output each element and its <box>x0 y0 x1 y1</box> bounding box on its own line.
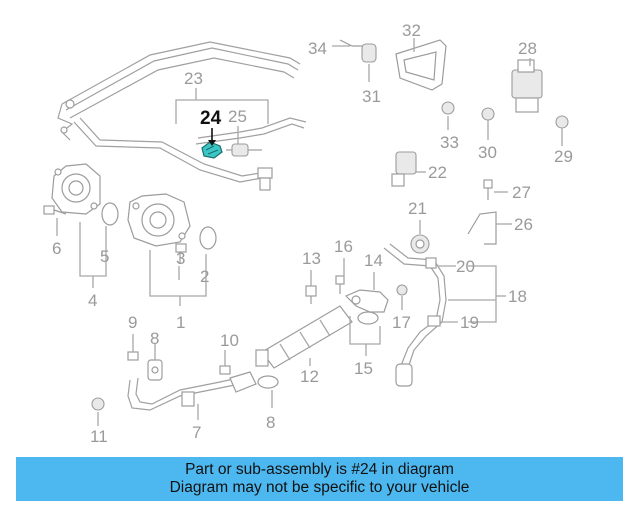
part-4-turbo-housing[interactable] <box>51 163 101 215</box>
label-part-16: 16 <box>334 237 353 256</box>
label-part-10: 10 <box>220 331 239 350</box>
label-part-13: 13 <box>302 249 321 268</box>
label-part-9: 9 <box>128 313 137 332</box>
part-11-nut[interactable] <box>91 397 105 426</box>
label-part-19: 19 <box>460 313 479 332</box>
label-part-31: 31 <box>362 87 381 106</box>
info-banner: Part or sub-assembly is #24 in diagram D… <box>16 457 623 501</box>
banner-line-1: Part or sub-assembly is #24 in diagram <box>185 461 454 478</box>
part-1-throttle-body[interactable] <box>127 193 191 247</box>
part-17-clip[interactable] <box>396 284 408 310</box>
part-2-gasket[interactable] <box>199 226 217 250</box>
part-3-bolt[interactable] <box>175 243 187 264</box>
pipe-assembly <box>57 41 307 191</box>
part-6-bolt[interactable] <box>43 205 67 215</box>
callout-18-bracket <box>438 265 497 323</box>
part-27-bolt[interactable] <box>483 179 508 200</box>
label-part-26: 26 <box>514 215 533 234</box>
part-30-sensor[interactable] <box>481 107 495 140</box>
part-33-nut[interactable] <box>441 101 455 130</box>
label-part-12: 12 <box>300 367 319 386</box>
part-8-gasket-right[interactable] <box>257 375 279 389</box>
label-part-21: 21 <box>408 199 427 218</box>
part-16-bolt[interactable] <box>335 258 345 294</box>
part-5-gasket[interactable] <box>101 202 119 226</box>
label-part-20: 20 <box>456 257 475 276</box>
label-part-30: 30 <box>478 143 497 162</box>
part-29-nut[interactable] <box>555 115 569 146</box>
label-part-4: 4 <box>88 291 97 310</box>
label-part-7: 7 <box>192 423 201 442</box>
label-part-34: 34 <box>308 39 327 58</box>
part-31-damper[interactable] <box>361 43 377 82</box>
label-part-33: 33 <box>440 133 459 152</box>
label-part-14: 14 <box>364 251 383 270</box>
hose-assembly[interactable] <box>383 243 447 387</box>
label-part-32: 32 <box>402 21 421 40</box>
part-32-bracket[interactable] <box>395 38 447 91</box>
part-28-solenoid[interactable] <box>511 58 543 113</box>
label-part-3: 3 <box>176 249 185 268</box>
part-26-bracket[interactable] <box>467 211 512 245</box>
label-part-25: 25 <box>228 107 247 126</box>
label-part-27: 27 <box>512 183 531 202</box>
label-part-8-right: 8 <box>266 413 275 432</box>
label-part-22: 22 <box>428 163 447 182</box>
part-10-bolt[interactable] <box>219 350 231 375</box>
label-part-17: 17 <box>392 313 411 332</box>
label-part-1: 1 <box>176 313 185 332</box>
banner-line-2: Diagram may not be specific to your vehi… <box>169 479 470 496</box>
label-part-28: 28 <box>518 39 537 58</box>
callout-15-bracket <box>349 316 381 345</box>
label-part-6: 6 <box>52 239 61 258</box>
label-part-5: 5 <box>100 247 109 266</box>
label-part-11: 11 <box>90 427 108 446</box>
label-part-24-highlighted[interactable]: 24 <box>200 108 222 129</box>
callout-1-bracket <box>149 250 207 297</box>
label-part-2: 2 <box>200 267 209 286</box>
part-15-gasket[interactable] <box>357 311 379 325</box>
part-14-pipe[interactable] <box>344 272 389 313</box>
part-7-pipe[interactable] <box>127 371 257 420</box>
part-13-bolt[interactable] <box>305 270 317 304</box>
part-9-bolt[interactable] <box>127 334 139 361</box>
part-8-gasket-left[interactable] <box>147 344 163 381</box>
label-part-15: 15 <box>354 359 373 378</box>
part-24-arrow <box>208 140 216 146</box>
label-part-23: 23 <box>184 69 203 88</box>
part-12-egr-cooler[interactable] <box>255 305 353 369</box>
label-part-18: 18 <box>508 287 527 306</box>
part-21-grommet[interactable] <box>410 220 430 254</box>
callout-23-bracket <box>175 99 269 124</box>
label-part-8-left: 8 <box>150 329 159 348</box>
label-part-29: 29 <box>554 147 573 166</box>
part-22-valve[interactable] <box>391 151 426 187</box>
